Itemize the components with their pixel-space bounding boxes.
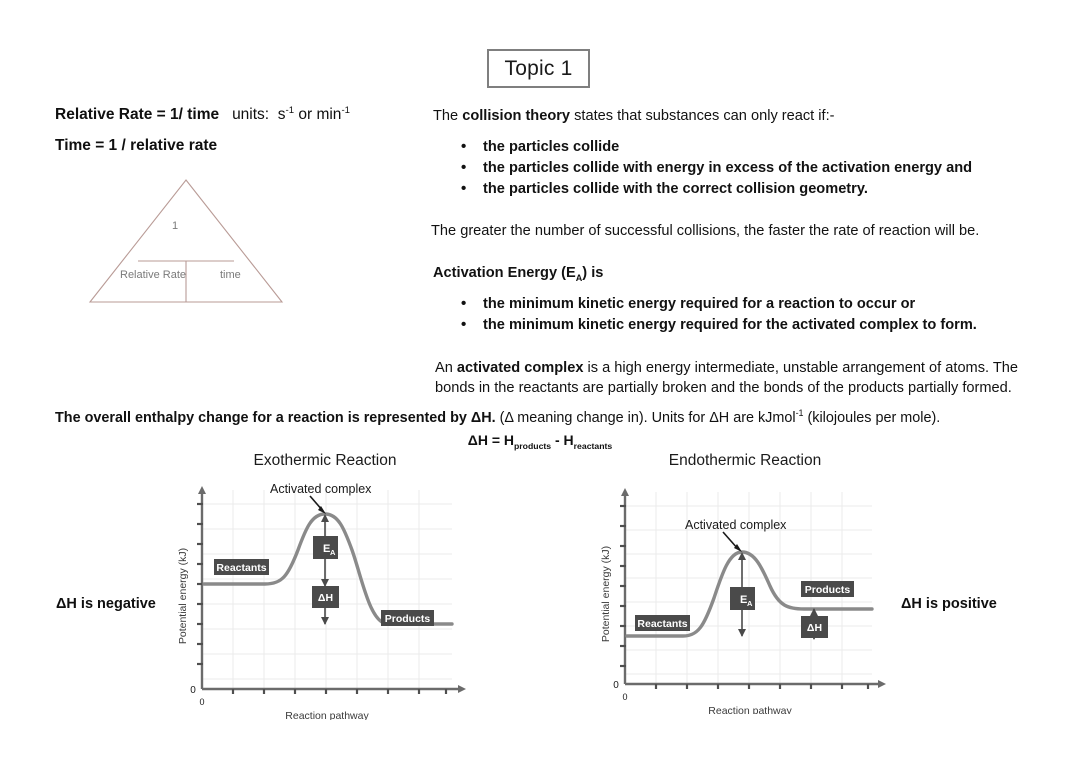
ea-box-subscript: A (747, 599, 753, 608)
activation-energy-heading: Activation Energy (EA) is (433, 264, 604, 283)
y-axis-ticks (197, 502, 203, 666)
ea-box-label: E (323, 543, 330, 555)
activated-complex-arrow-head (318, 506, 326, 514)
enthalpy-change-statement: The overall enthalpy change for a reacti… (55, 408, 941, 426)
ea-box (730, 587, 755, 610)
reactants-box (214, 559, 269, 575)
products-box-label: Products (385, 613, 431, 625)
relative-rate-formula: Relative Rate = 1/ time units: s-1 or mi… (55, 106, 350, 124)
exothermic-verdict-label: ΔH is negative (56, 596, 156, 612)
products-box-label: Products (805, 584, 851, 596)
x-origin-label: 0 (622, 692, 627, 702)
delta-h-box (801, 616, 828, 638)
ea-box (313, 536, 338, 559)
activated-complex-arrow-head (734, 544, 742, 552)
ea-arrow-head-down (321, 579, 329, 587)
y-origin-label: 0 (613, 680, 619, 691)
endothermic-chart-svg: Reactants Products E A ΔH Activated comp… (600, 488, 886, 714)
units-label: units: s-1 or min-1 (232, 104, 350, 123)
page-title-box: Topic 1 (487, 49, 590, 88)
x-axis-label: Reaction pathway (285, 710, 369, 720)
list-item: the particles collide with the correct c… (461, 178, 1048, 200)
activated-complex-annotation: Activated complex (270, 482, 372, 496)
enthalpy-equation: ΔH = Hproducts - Hreactants (467, 432, 613, 451)
unit-seconds: s-1 (277, 104, 295, 123)
x-axis-ticks (654, 684, 870, 689)
page-title: Topic 1 (504, 56, 573, 80)
endothermic-reaction-chart: Endothermic Reaction (590, 452, 900, 714)
delta-h-box-label: ΔH (318, 592, 333, 604)
dh-arrow-head-down (321, 617, 329, 625)
collision-conditions-list: the particles collide the particles coll… (433, 136, 1048, 200)
chart-title: Exothermic Reaction (253, 452, 397, 469)
unit-conjunction: or (298, 106, 313, 123)
successful-collisions-statement: The greater the number of successful col… (431, 223, 980, 240)
ea-box-subscript: A (330, 548, 336, 557)
theory-column: The collision theory states that substan… (431, 107, 1048, 398)
rate-time-triangle-diagram: 1 Relative Rate time (88, 178, 284, 304)
activated-complex-annotation: Activated complex (685, 518, 787, 532)
list-item: the particles collide (461, 136, 1048, 158)
x-origin-label: 0 (199, 697, 204, 707)
triangle-time-label: time (220, 269, 241, 281)
y-axis-label: Potential energy (kJ) (177, 548, 189, 644)
list-item: the minimum kinetic energy required for … (461, 293, 1048, 315)
reactants-box-label: Reactants (637, 618, 687, 630)
exothermic-reaction-chart: Exothermic Reaction (170, 452, 480, 720)
x-axis-label: Reaction pathway (708, 705, 792, 714)
triangle-numerator-label: 1 (172, 220, 179, 232)
dh-arrow-head-up (810, 608, 818, 616)
exothermic-chart-svg: Reactants Products E A ΔH Activated comp… (177, 482, 466, 720)
triangle-svg (88, 179, 284, 303)
relative-rate-lead: Relative Rate = 1/ time (55, 106, 220, 123)
endothermic-verdict-label: ΔH is positive (901, 596, 997, 612)
x-axis-arrow (458, 685, 466, 693)
reactants-box (635, 615, 690, 631)
products-box (801, 581, 854, 597)
products-box (381, 610, 434, 626)
y-axis-arrow (621, 488, 629, 496)
time-formula: Time = 1 / relative rate (55, 137, 218, 154)
ea-box-label: E (740, 594, 747, 606)
reactants-box-label: Reactants (216, 562, 266, 574)
list-item: the minimum kinetic energy required for … (461, 314, 1048, 336)
y-origin-label: 0 (190, 685, 196, 696)
delta-h-box-label: ΔH (807, 622, 822, 634)
potential-energy-curve (202, 512, 454, 626)
collision-theory-intro: The collision theory states that substan… (433, 108, 835, 124)
activated-complex-paragraph: An activated complex is a high energy in… (435, 360, 1019, 396)
activation-energy-list: the minimum kinetic energy required for … (433, 293, 1048, 336)
y-axis-ticks (620, 504, 626, 668)
ea-arrow-head-up (321, 514, 329, 522)
chart-title: Endothermic Reaction (668, 452, 822, 469)
ea-arrow-head-down (738, 629, 746, 637)
unit-minutes: min-1 (316, 104, 350, 123)
x-axis-ticks (231, 689, 448, 694)
ea-arrow-head-up (738, 552, 746, 560)
list-item: the particles collide with energy in exc… (461, 157, 1048, 179)
triangle-relative-rate-label: Relative Rate (120, 269, 187, 281)
delta-h-box (312, 586, 339, 608)
y-axis-label: Potential energy (kJ) (600, 546, 612, 642)
x-axis-arrow (878, 680, 886, 688)
y-axis-arrow (198, 486, 206, 494)
